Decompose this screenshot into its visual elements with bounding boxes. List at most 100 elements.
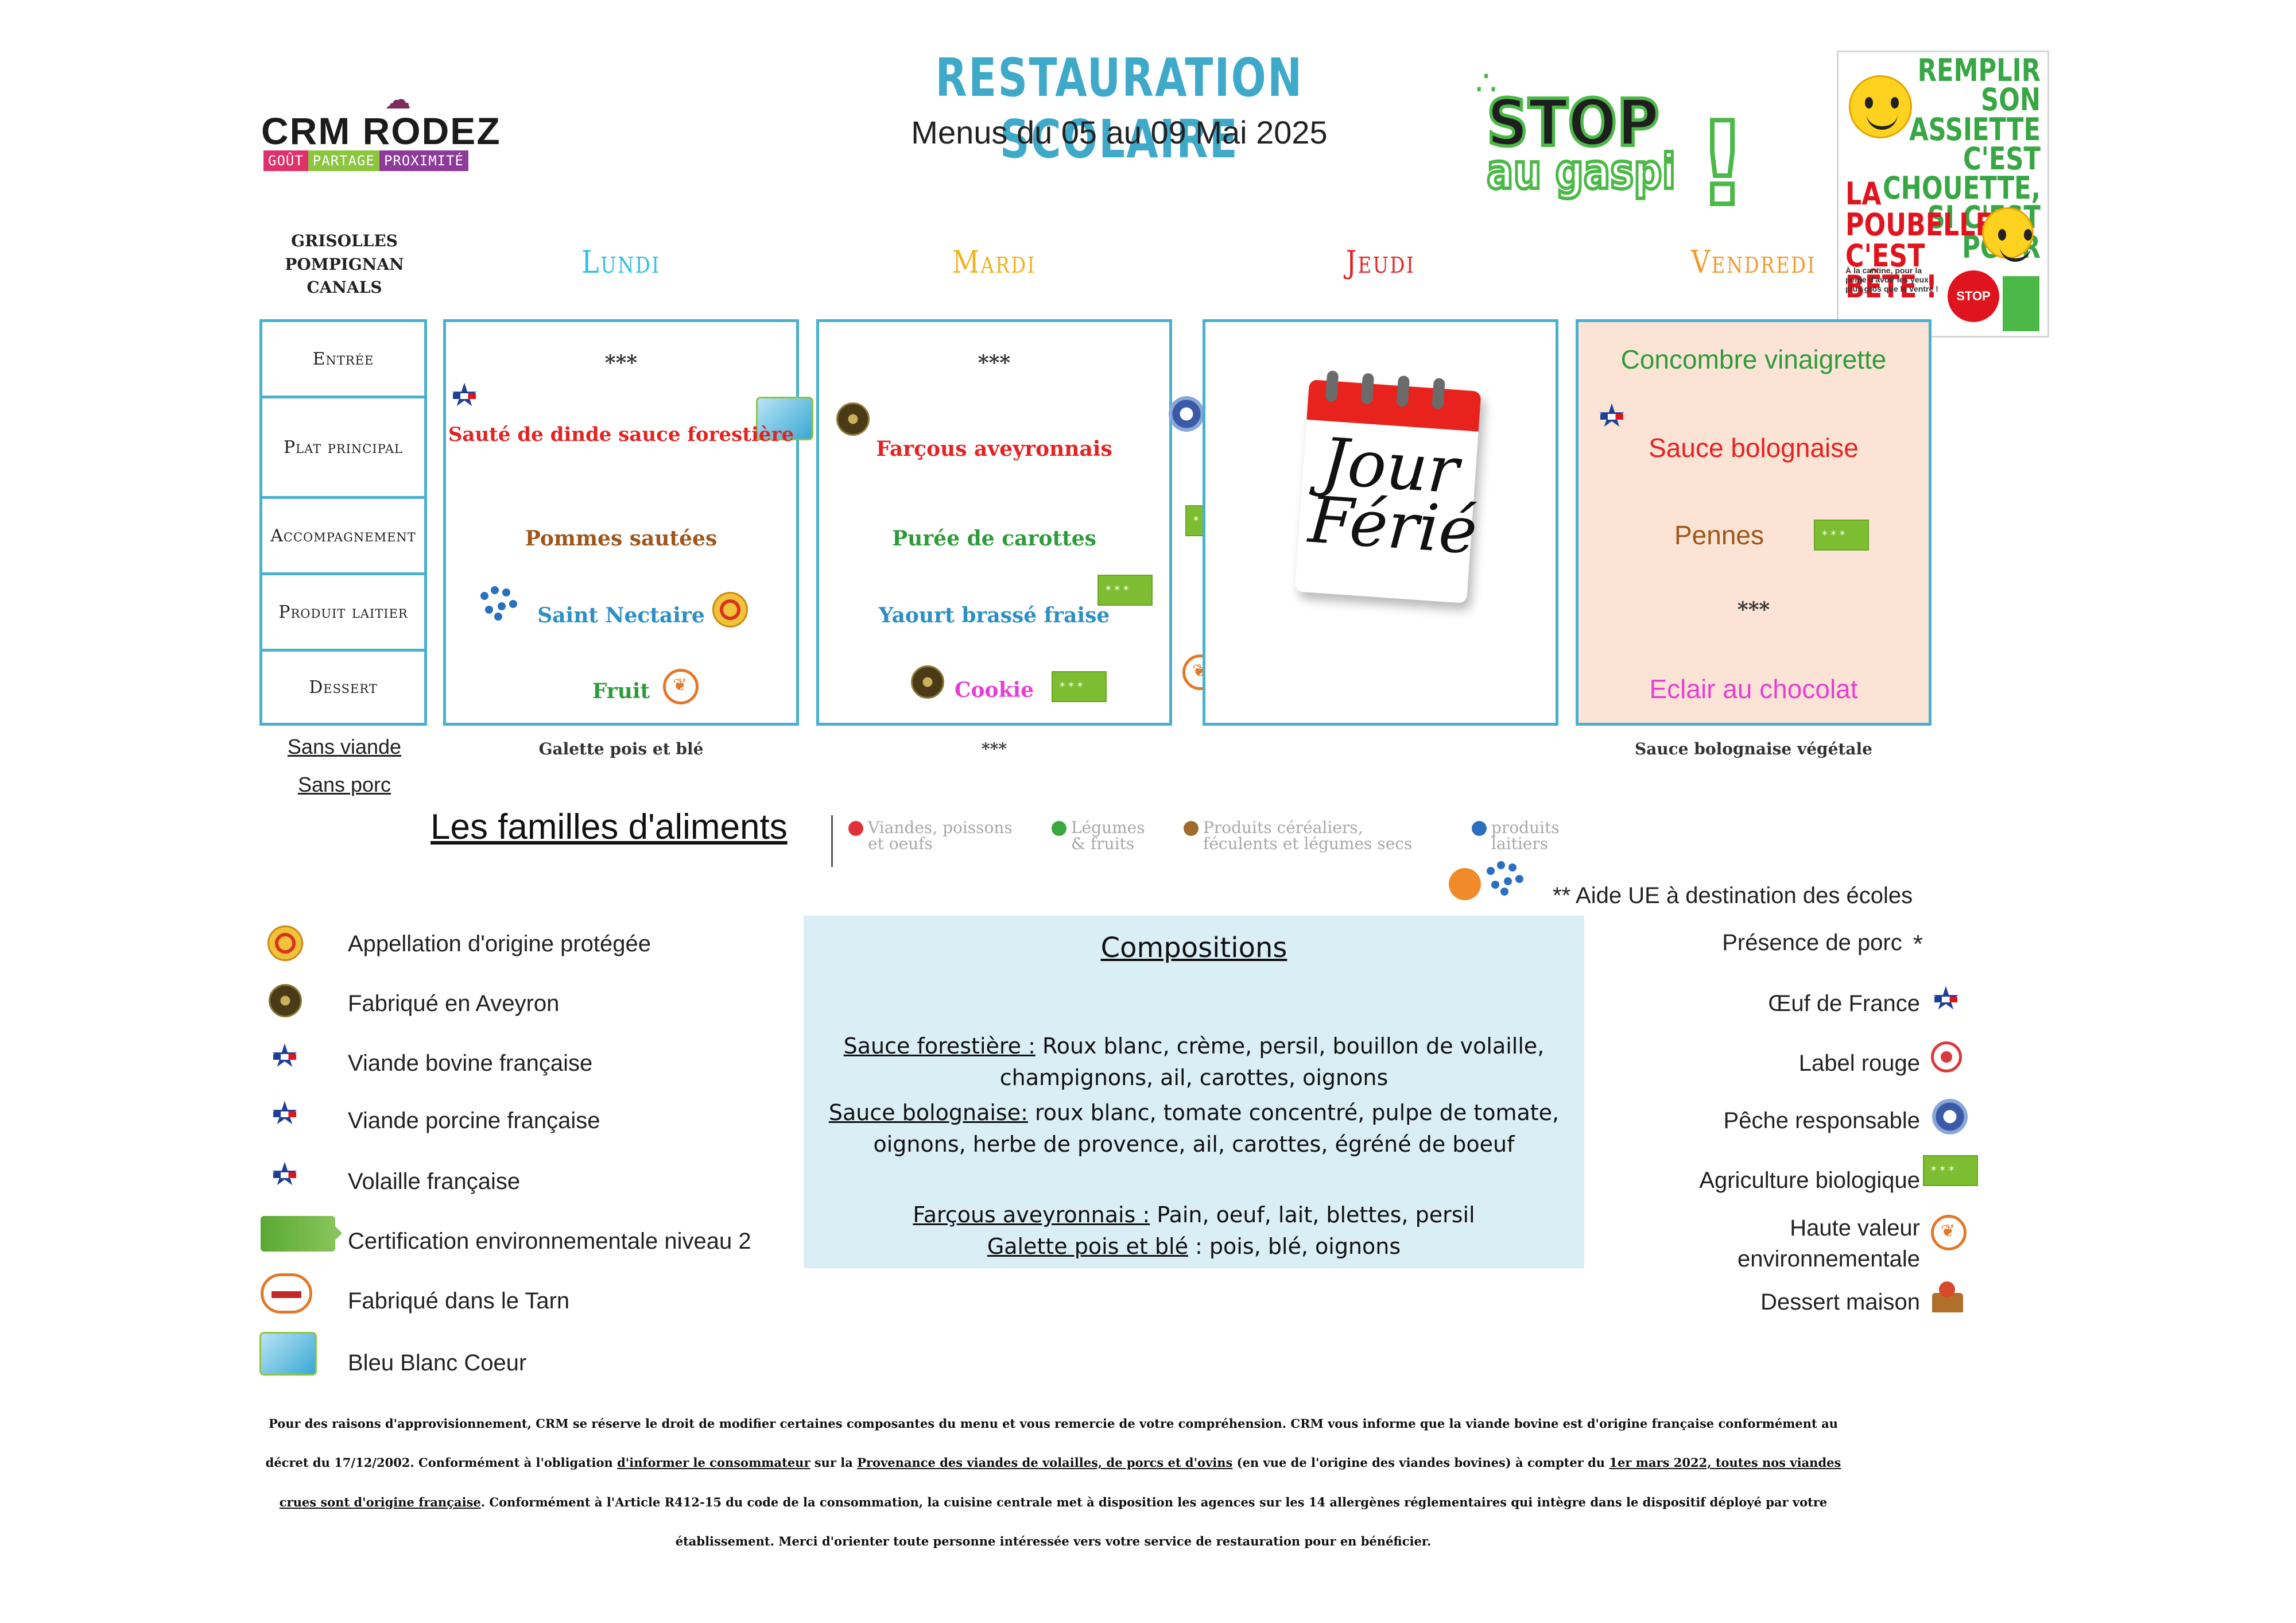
page-title: RESTAURATION SCOLAIRE xyxy=(935,47,1304,170)
poster-caption: À la cantine, pour la peine d'avoir les … xyxy=(1845,266,1938,294)
menu-entree: *** xyxy=(604,351,638,375)
bleu-blanc-coeur-icon xyxy=(756,397,813,440)
stop-word: STOP xyxy=(1485,84,1661,162)
blue-dot-icon xyxy=(1472,821,1487,836)
menu-produit-laitier: *** xyxy=(1737,598,1770,622)
legend-tarn: Fabriqué dans le Tarn xyxy=(348,1288,570,1314)
bio-icon xyxy=(1814,520,1869,551)
menu-dates: Menus du 05 au 09 Mai 2025 xyxy=(911,114,1328,150)
aveyron-icon xyxy=(911,665,944,699)
sans-porc-label: Sans porc xyxy=(297,773,391,796)
poultry-flag-icon: ★ xyxy=(447,379,482,412)
school-fruit-icon xyxy=(1449,868,1481,900)
exclamation-icon: ! xyxy=(1694,95,1751,234)
hve-icon xyxy=(1931,1215,1967,1250)
day-header-jeudi: Jeudi xyxy=(1345,244,1415,280)
footer-line: crues sont d'origine française. Conformé… xyxy=(261,1483,1845,1522)
bio-icon xyxy=(1097,575,1153,606)
certification-icon xyxy=(261,1216,342,1252)
compositions-title: Compositions xyxy=(1100,932,1287,964)
aveyron-icon xyxy=(269,984,302,1017)
sans-viande-lundi: Galette pois et blé xyxy=(538,739,704,758)
peche-responsable-icon xyxy=(1169,396,1204,432)
green-dot-icon xyxy=(1052,821,1066,836)
school-name: CANALS xyxy=(307,278,382,297)
holiday-line: Férié xyxy=(1306,482,1480,569)
legend-dessert-maison: Dessert maison xyxy=(1760,1289,1920,1315)
aop-icon xyxy=(712,592,748,627)
peche-responsable-icon xyxy=(1932,1099,1968,1134)
footer-text: décret du 17/12/2002. Conformément à l'o… xyxy=(265,1455,618,1470)
composition-text: roux blanc, tomate concentré, pulpe de t… xyxy=(1027,1100,1560,1125)
legend-bbc: Bleu Blanc Coeur xyxy=(348,1350,527,1376)
day-menu-jeudi: Jour Férié xyxy=(1203,319,1558,726)
family-label: et oeufs xyxy=(868,834,933,853)
legend-oeuf: Œuf de France xyxy=(1768,991,1920,1016)
day-menu-mardi: *** Farçous aveyronnais Purée de carotte… xyxy=(816,319,1172,726)
logo-name: CRM RODEZ xyxy=(261,110,501,152)
composition-text: Roux blanc, crème, persil, bouillon de v… xyxy=(1035,1033,1545,1059)
footer-line: Pour des raisons d'approvisionnement, CR… xyxy=(269,1416,1838,1431)
family-legumes: Légumes & fruits xyxy=(1052,820,1145,852)
crm-rodez-logo: ☁ CRM RODEZ GOÛT PARTAGE PROXIMITÉ xyxy=(261,86,519,178)
composition-farcous: Farçous aveyronnais : Pain, oeuf, lait, … xyxy=(815,1199,1573,1262)
footer-text: sur la xyxy=(810,1455,858,1470)
label-rouge-icon xyxy=(1931,1041,1962,1072)
sans-viande-vendredi: Sauce bolognaise végétale xyxy=(1635,739,1872,758)
composition-name: Farçous aveyronnais : xyxy=(913,1202,1150,1227)
day-header-mardi: Mardi xyxy=(952,244,1037,280)
menu-entree: *** xyxy=(978,351,1011,375)
footer-text: Provenance des viandes de volailles, de … xyxy=(857,1455,1233,1470)
menu-produit-laitier: Saint Nectaire xyxy=(537,603,705,627)
menu-produit-laitier: Yaourt brassé fraise xyxy=(878,603,1110,627)
hve-icon xyxy=(663,669,699,704)
asterisk-icon: * xyxy=(1913,930,1923,958)
legend-porcine: Viande porcine française xyxy=(348,1108,600,1133)
logo-tag: PARTAGE xyxy=(308,150,379,171)
aop-icon xyxy=(267,925,303,961)
family-laitiers: produits laitiers xyxy=(1472,818,1560,853)
worried-smiley-icon xyxy=(1982,207,2034,262)
family-label: laitiers xyxy=(1491,834,1549,853)
footer-text: . Conformément à l'Article R412-15 du co… xyxy=(480,1494,1828,1509)
category-accompagnement: Accompagnement xyxy=(259,496,427,575)
legend-aop: Appellation d'origine protégée xyxy=(348,931,651,956)
stop-subword: au gaspi xyxy=(1486,142,1677,202)
menu-plat-principal: Farçous aveyronnais xyxy=(876,437,1112,461)
menu-dessert: Eclair au chocolat xyxy=(1649,674,1858,704)
holiday-calendar-icon: Jour Férié xyxy=(1294,370,1481,604)
category-plat-principal: Plat principal xyxy=(259,396,427,499)
family-viandes: Viandes, poissons et oeufs xyxy=(848,818,1013,853)
footer-line: établissement. Merci d'orienter toute pe… xyxy=(675,1533,1432,1548)
logo-tag: GOÛT xyxy=(263,150,308,171)
legend-certification: Certification environnementale niveau 2 xyxy=(348,1229,751,1254)
menu-dessert: Fruit xyxy=(592,679,650,703)
families-title: Les familles d'aliments xyxy=(430,807,788,847)
bio-icon xyxy=(1052,671,1107,702)
holiday-text: Jour Férié xyxy=(1306,424,1480,569)
category-dessert: Dessert xyxy=(259,649,427,726)
footer-line: décret du 17/12/2002. Conformément à l'o… xyxy=(261,1443,1845,1482)
menu-accompagnement: Pommes sautées xyxy=(525,526,718,551)
family-label: Viandes, poissons xyxy=(868,818,1013,837)
eu-aid-note: ** Aide UE à destination des écoles xyxy=(1553,883,1913,908)
composition-name: Sauce forestière : xyxy=(843,1033,1035,1059)
composition-text: Pain, oeuf, lait, blettes, persil xyxy=(1150,1202,1475,1227)
school-list: GRISOLLES POMPIGNAN CANALS xyxy=(261,230,428,300)
composition-sauce-bolognaise: Sauce bolognaise: roux blanc, tomate con… xyxy=(815,1097,1573,1160)
category-produit-laitier: Produit laitier xyxy=(259,572,427,652)
composition-text: champignons, ail, carottes, oignons xyxy=(999,1065,1389,1091)
composition-name: Sauce bolognaise: xyxy=(828,1100,1028,1125)
composition-text: oignons, herbe de provence, ail, carotte… xyxy=(873,1132,1515,1157)
menu-accompagnement: Purée de carottes xyxy=(892,526,1096,551)
sans-viande-mardi: *** xyxy=(982,739,1007,758)
cake-icon xyxy=(1929,1279,1967,1315)
bovine-flag-icon: ★ xyxy=(267,1040,302,1072)
composition-name: Galette pois et blé xyxy=(987,1234,1188,1260)
family-label: produits xyxy=(1491,818,1560,837)
legend-bio: Agriculture biologique xyxy=(1699,1168,1920,1193)
day-menu-lundi: *** ★ Sauté de dinde sauce forestière Po… xyxy=(443,319,813,726)
bio-icon xyxy=(1923,1155,1978,1186)
brown-dot-icon xyxy=(1184,821,1199,836)
legal-footer: Pour des raisons d'approvisionnement, CR… xyxy=(261,1404,1845,1561)
